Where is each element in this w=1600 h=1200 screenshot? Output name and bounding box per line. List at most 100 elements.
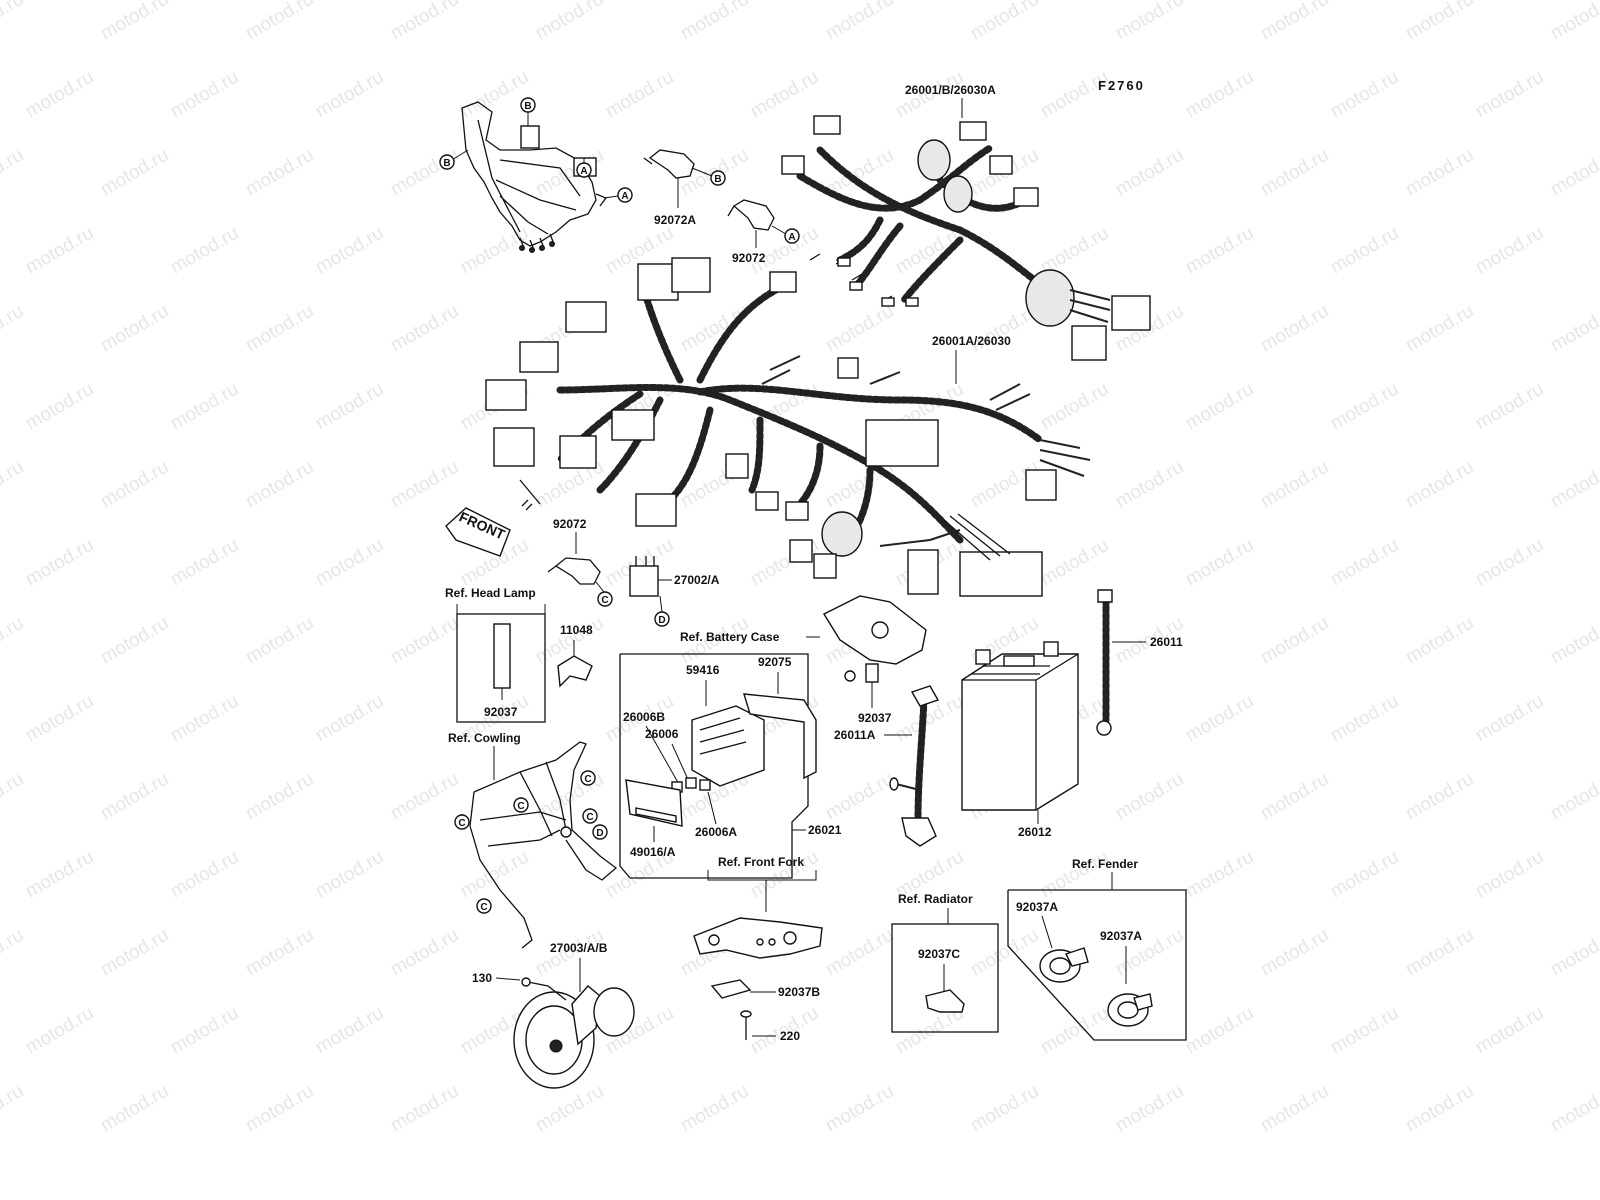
- label-26001a-26030: 26001A/26030: [932, 334, 1011, 348]
- watermark-text: motod.ru: [1402, 1081, 1477, 1137]
- watermark-text: motod.ru: [22, 379, 97, 435]
- watermark-text: motod.ru: [532, 0, 607, 44]
- fork-bracket-drawing: [693, 917, 823, 959]
- horn-27003-drawing: [513, 977, 635, 1089]
- clamp-92037b-drawing: [710, 979, 776, 999]
- watermark-text: motod.ru: [1112, 1081, 1187, 1137]
- callout-a-frame-right: A: [617, 187, 633, 203]
- watermark-text: motod.ru: [242, 1081, 317, 1137]
- watermark-text: motod.ru: [387, 0, 462, 44]
- watermark-text: motod.ru: [0, 925, 27, 981]
- watermark-text: motod.ru: [822, 1081, 897, 1137]
- watermark-text: motod.ru: [167, 847, 242, 903]
- watermark-text: motod.ru: [1112, 769, 1187, 825]
- watermark-text: motod.ru: [167, 535, 242, 591]
- callout-c-cowl-1: C: [580, 770, 596, 786]
- ref-battery-case: Ref. Battery Case: [680, 630, 780, 644]
- watermark-text: motod.ru: [0, 0, 27, 44]
- watermark-text: motod.ru: [387, 1081, 462, 1137]
- watermark-text: motod.ru: [1327, 379, 1402, 435]
- watermark-text: motod.ru: [22, 847, 97, 903]
- svg-text:D: D: [658, 615, 665, 626]
- bracket-11048-drawing: [557, 655, 593, 688]
- watermark-text: motod.ru: [822, 0, 897, 44]
- watermark-text: motod.ru: [1547, 301, 1600, 357]
- watermark-text: motod.ru: [1037, 535, 1112, 591]
- watermark-text: motod.ru: [1472, 67, 1547, 123]
- watermark-text: motod.ru: [1327, 223, 1402, 279]
- watermark-text: motod.ru: [602, 67, 677, 123]
- watermark-text: motod.ru: [387, 769, 462, 825]
- callout-b-clamp: B: [710, 170, 726, 186]
- watermark-text: motod.ru: [1547, 1081, 1600, 1137]
- harness-26001b-drawing: [781, 115, 1151, 361]
- callout-c-cowl-4: C: [582, 808, 598, 824]
- ref-cowling: Ref. Cowling: [448, 731, 521, 745]
- watermark-text: motod.ru: [1182, 847, 1257, 903]
- watermark-text: motod.ru: [312, 691, 387, 747]
- watermark-text: motod.ru: [167, 691, 242, 747]
- watermark-text: motod.ru: [1257, 145, 1332, 201]
- battery-26012-drawing: [961, 641, 1079, 811]
- watermark-text: motod.ru: [1182, 67, 1257, 123]
- watermark-text: motod.ru: [387, 457, 462, 513]
- watermark-text: motod.ru: [1472, 379, 1547, 435]
- label-27003ab: 27003/A/B: [550, 941, 608, 955]
- svg-text:C: C: [480, 902, 487, 913]
- svg-text:A: A: [621, 191, 628, 202]
- ref-fender: Ref. Fender: [1072, 857, 1138, 871]
- label-26006a: 26006A: [695, 825, 737, 839]
- watermark-text: motod.ru: [387, 145, 462, 201]
- label-92037b: 92037B: [778, 985, 820, 999]
- watermark-text: motod.ru: [677, 1081, 752, 1137]
- head-lamp-box: [456, 604, 546, 723]
- ref-radiator: Ref. Radiator: [898, 892, 973, 906]
- svg-text:B: B: [714, 174, 721, 185]
- label-11048: 11048: [560, 623, 593, 637]
- fuse-box-59416-drawing: [691, 705, 765, 787]
- watermark-text: motod.ru: [1327, 535, 1402, 591]
- watermark-text: motod.ru: [1472, 223, 1547, 279]
- watermark-text: motod.ru: [822, 769, 897, 825]
- watermark-text: motod.ru: [822, 301, 897, 357]
- watermark-text: motod.ru: [967, 0, 1042, 44]
- label-59416: 59416: [686, 663, 720, 677]
- label-92037a-1: 92037A: [1016, 900, 1058, 914]
- watermark-text: motod.ru: [22, 67, 97, 123]
- svg-text:B: B: [443, 158, 450, 169]
- watermark-text: motod.ru: [967, 1081, 1042, 1137]
- watermark-text: motod.ru: [242, 613, 317, 669]
- watermark-text: motod.ru: [22, 1003, 97, 1059]
- watermark-text: motod.ru: [1182, 379, 1257, 435]
- label-92072a: 92072A: [654, 213, 696, 227]
- svg-text:D: D: [596, 828, 603, 839]
- strap-92075-drawing: [743, 693, 817, 780]
- watermark-text: motod.ru: [1547, 769, 1600, 825]
- watermark-text: motod.ru: [1112, 145, 1187, 201]
- watermark-text: motod.ru: [1402, 769, 1477, 825]
- label-92037-battery-case: 92037: [858, 711, 892, 725]
- front-arrow: FRONT: [445, 507, 511, 557]
- ref-front-fork: Ref. Front Fork: [718, 855, 804, 869]
- svg-text:C: C: [584, 774, 591, 785]
- watermark-text: motod.ru: [1327, 847, 1402, 903]
- watermark-text: motod.ru: [457, 847, 532, 903]
- watermark-text: motod.ru: [1257, 1081, 1332, 1137]
- watermark-text: motod.ru: [242, 925, 317, 981]
- clamp-92072-upper-drawing: [727, 199, 787, 248]
- label-92037c: 92037C: [918, 947, 960, 961]
- watermark-text: motod.ru: [167, 223, 242, 279]
- watermark-text: motod.ru: [0, 769, 27, 825]
- watermark-text: motod.ru: [1547, 925, 1600, 981]
- watermark-text: motod.ru: [1472, 535, 1547, 591]
- label-26006: 26006: [645, 727, 679, 741]
- watermark-text: motod.ru: [1547, 145, 1600, 201]
- watermark-text: motod.ru: [822, 925, 897, 981]
- label-92037a-2: 92037A: [1100, 929, 1142, 943]
- callout-c-clamp: C: [597, 591, 613, 607]
- watermark-text: motod.ru: [242, 0, 317, 44]
- watermark-text: motod.ru: [1037, 379, 1112, 435]
- watermark-text: motod.ru: [1402, 613, 1477, 669]
- callout-a-clamp: A: [784, 228, 800, 244]
- watermark-text: motod.ru: [1182, 223, 1257, 279]
